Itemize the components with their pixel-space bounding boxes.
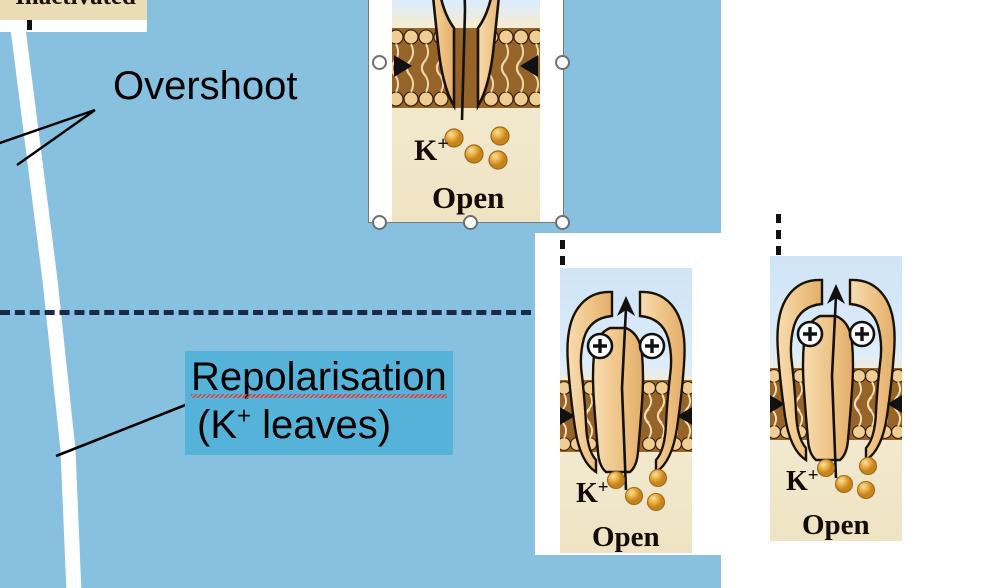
k-channel-illustration-right: K+ Open: [770, 278, 902, 541]
label-repol-charge: +: [237, 402, 252, 430]
state-label-top: Open: [432, 180, 504, 215]
channel-protein-top: [432, 0, 500, 111]
ion-flow-arrow-right: [830, 295, 838, 479]
lipid-bilayer-top: [392, 28, 540, 108]
selection-handle-bottom-right[interactable]: [555, 215, 570, 230]
threshold-dashed-line: [0, 310, 531, 315]
connector-dots-right: [776, 214, 781, 262]
overshoot-leader-lines: [0, 108, 96, 166]
selection-handle-left-middle[interactable]: [372, 55, 387, 70]
label-inactivated-card[interactable]: Inactivated: [0, 0, 147, 32]
state-label-right: Open: [802, 509, 870, 541]
gate-arrows-middle: [560, 407, 692, 425]
ion-label-right: K+: [786, 465, 819, 497]
label-overshoot[interactable]: Overshoot: [113, 64, 298, 108]
label-inactivated-text: Inactivated: [4, 0, 147, 11]
voltage-sensor-charges-middle: [586, 332, 666, 360]
figure-k-channel-top[interactable]: K+ Open: [392, 0, 540, 222]
state-label-middle: Open: [592, 521, 660, 553]
spellcheck-squiggle-underline: [191, 394, 447, 398]
label-repol-paren-open: (K: [197, 403, 237, 447]
ion-flow-arrowhead-right: [827, 284, 845, 304]
ion-label-middle: K+: [576, 477, 609, 509]
repolarisation-leader-line: [55, 402, 189, 458]
label-repolarisation-textbox[interactable]: Repolarisation (K+ leaves): [185, 351, 453, 455]
k-channel-illustration-top: K+ Open: [392, 0, 540, 215]
label-inactivated-background: [0, 0, 147, 20]
gate-arrows-right: [770, 395, 902, 413]
potassium-ions-top: [444, 126, 510, 170]
label-repol-rest: leaves): [251, 403, 392, 447]
label-inactivated-tick-mark: [27, 20, 32, 30]
potassium-ions-right: [816, 456, 878, 500]
label-repolarisation-line2: (K+ leaves): [189, 401, 449, 449]
selection-handle-right-middle[interactable]: [555, 55, 570, 70]
channel-protein-middle: [566, 290, 686, 475]
figure-k-channel-middle[interactable]: K+ Open: [560, 268, 692, 553]
channel-protein-right: [776, 278, 896, 463]
potassium-ions-middle: [606, 468, 668, 512]
ion-flow-arrowhead-middle: [617, 296, 635, 316]
label-repolarisation-text: Repolarisation: [191, 355, 447, 399]
voltage-sensor-charges-right: [796, 320, 876, 348]
figure-k-channel-right[interactable]: K+ Open: [770, 256, 902, 541]
ion-flow-arrow-middle: [620, 307, 628, 491]
gate-arrows-top: [392, 55, 540, 77]
selection-handle-bottom-center[interactable]: [463, 215, 478, 230]
label-repolarisation-line1: Repolarisation: [189, 353, 449, 401]
ion-flow-arrow-top: [460, 0, 467, 121]
k-channel-illustration-middle: K+ Open: [560, 290, 692, 553]
selection-handle-bottom-left[interactable]: [372, 215, 387, 230]
selection-box-top-figure: [368, 0, 564, 223]
